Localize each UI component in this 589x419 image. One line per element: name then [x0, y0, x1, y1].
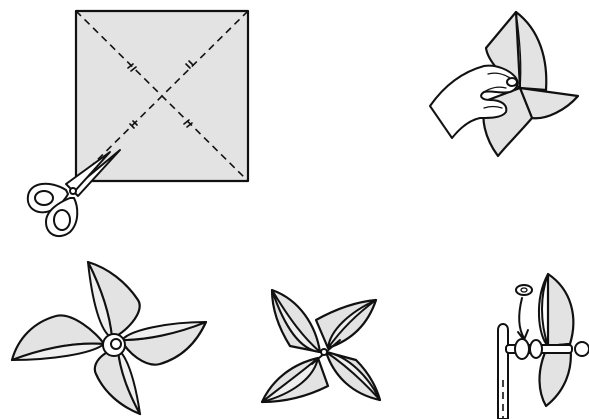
- pinwheel-blade-right-icon: [122, 322, 206, 365]
- step-2-hand-folding-pinwheel: [430, 12, 578, 156]
- pinwheel-hub-icon: [103, 334, 125, 356]
- step-5-pinwheel-side-view-on-stick: [498, 274, 589, 419]
- scissors-icon: [28, 150, 120, 236]
- pinwheel-blade-bottom-icon: [95, 350, 140, 414]
- pinwheel-blades-folded-icon: [262, 290, 380, 402]
- step-1-square-paper-with-scissors: [28, 11, 248, 236]
- pinwheel-blade-left-icon: [12, 315, 104, 360]
- pinwheel-blade-top-icon: [88, 262, 140, 338]
- step-3-pinwheel-front-view: [12, 262, 206, 414]
- step-4-pinwheel-folded-pinned: [262, 290, 380, 402]
- bead-icon: [516, 285, 532, 340]
- pinwheel-side-blades-icon: [539, 274, 573, 406]
- stick-icon: [498, 324, 508, 419]
- square-paper-icon: [76, 11, 248, 181]
